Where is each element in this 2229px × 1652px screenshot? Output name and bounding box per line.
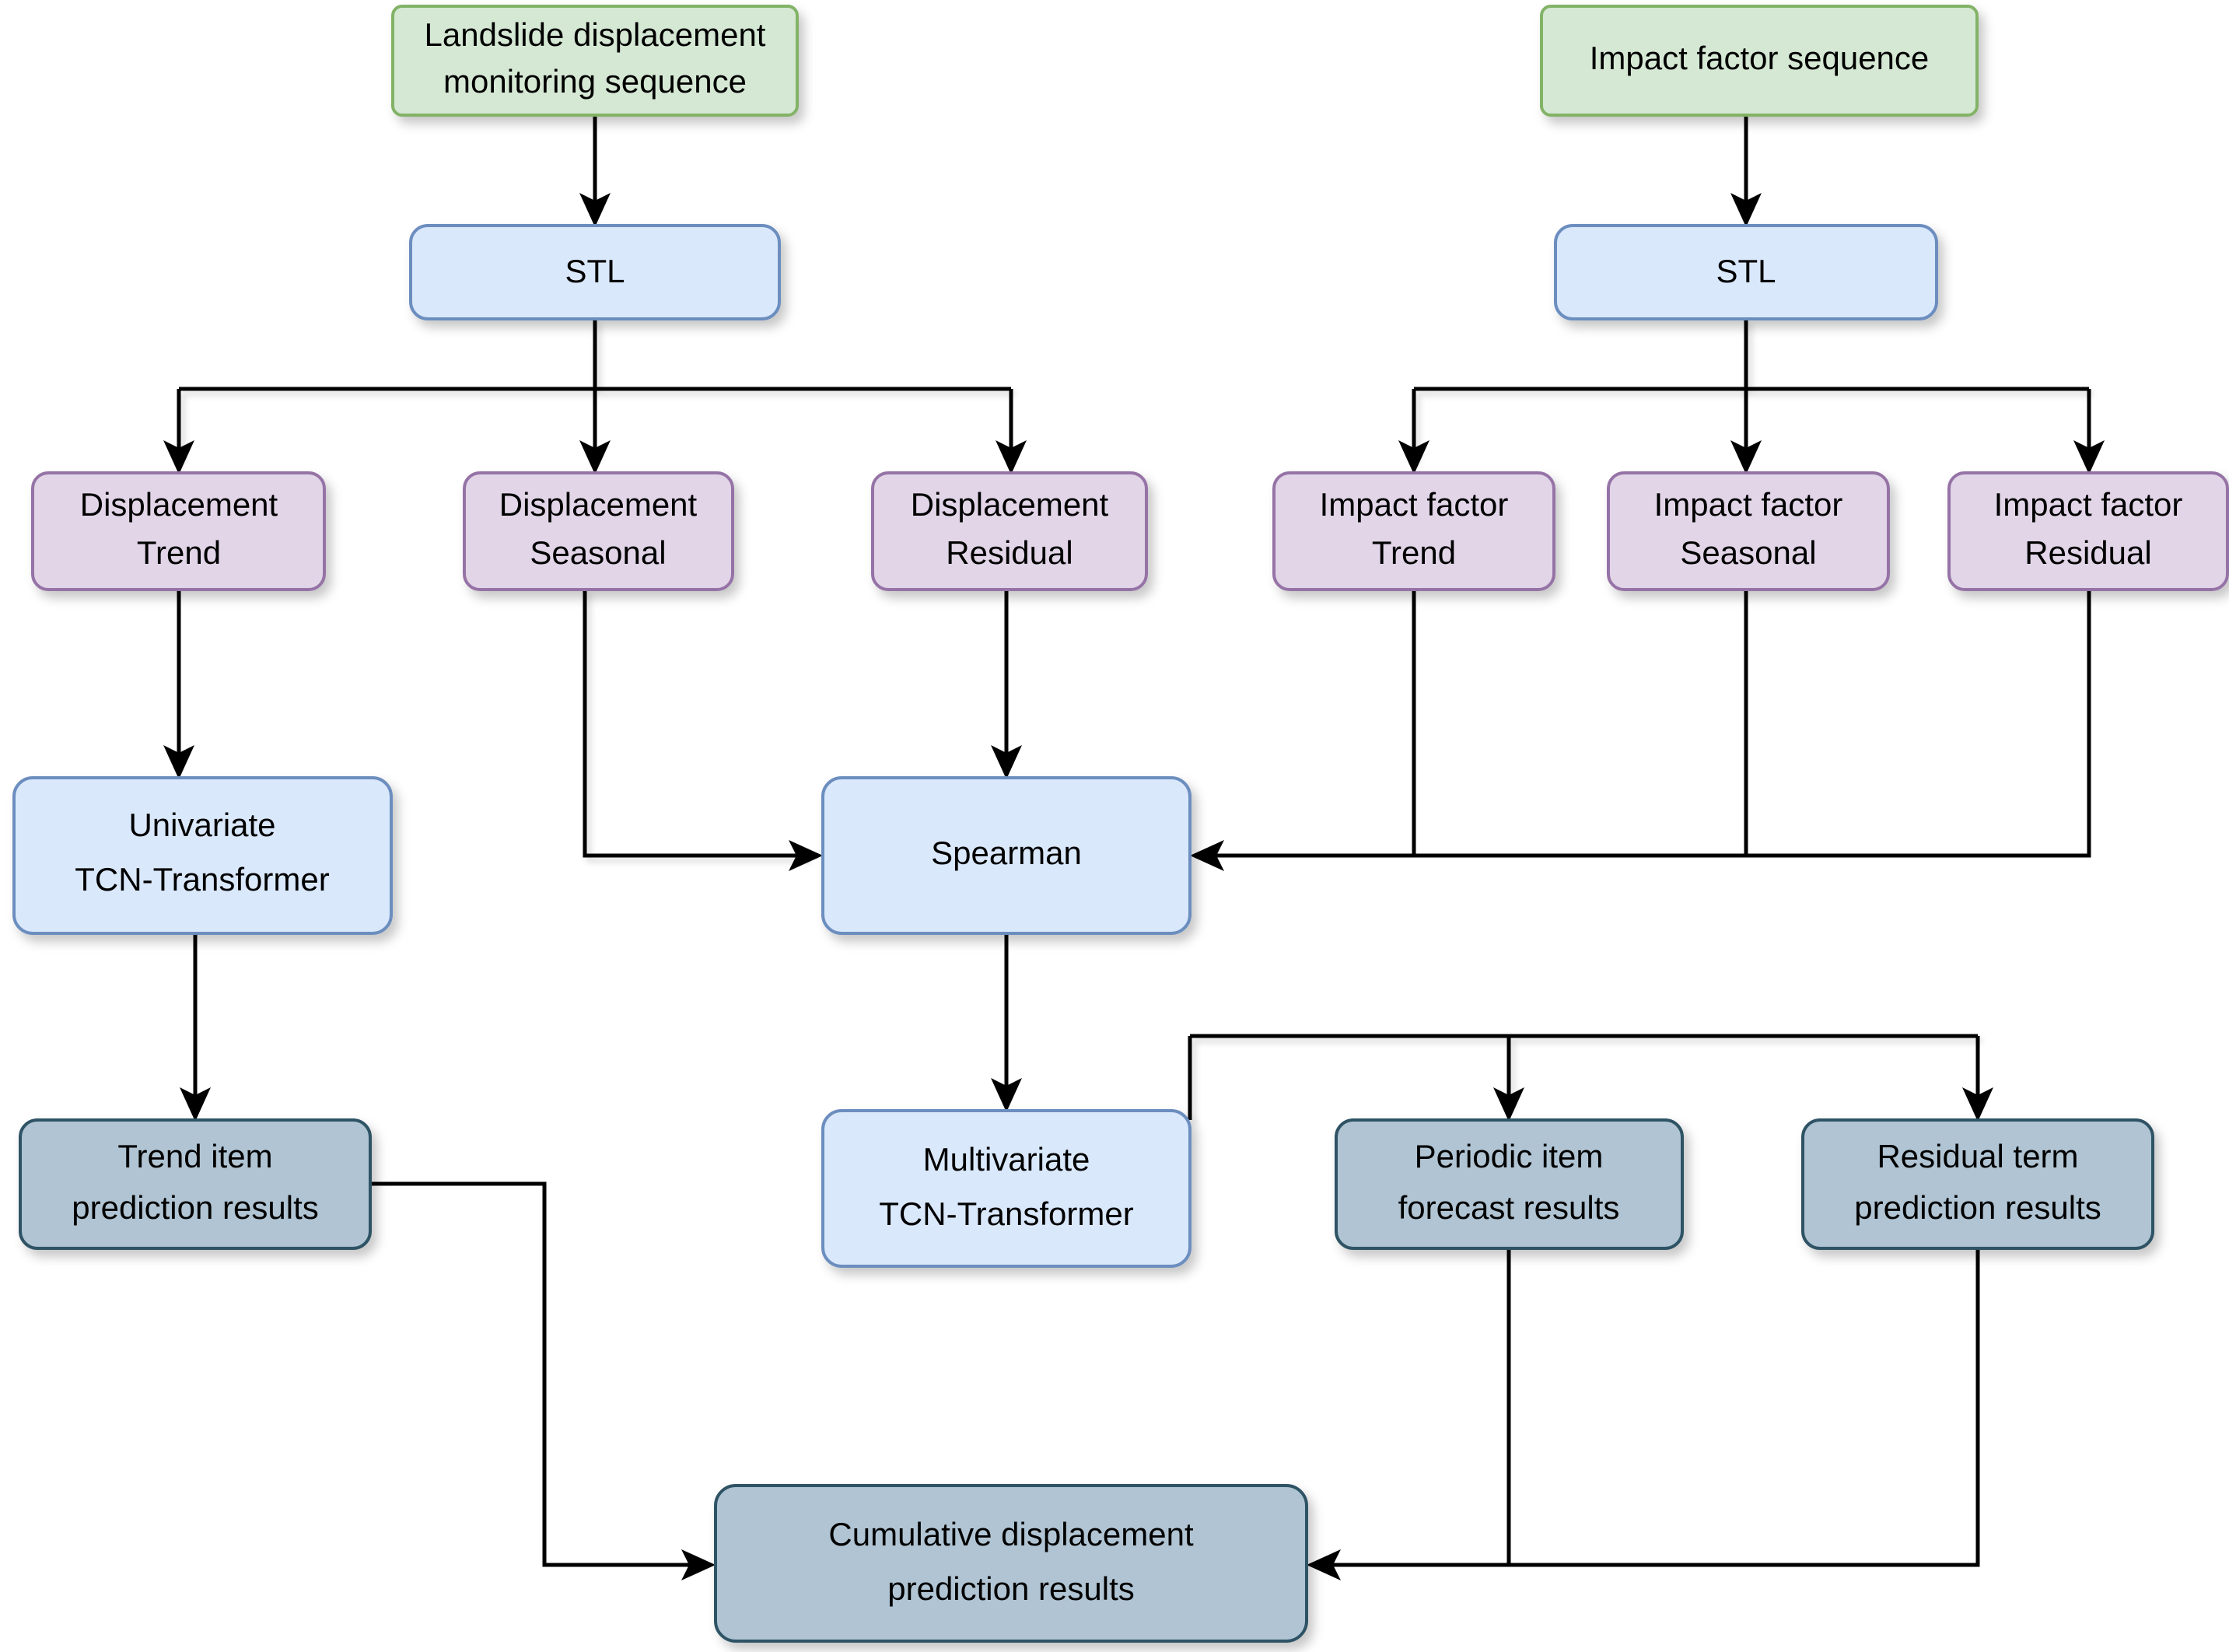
node-box[interactable]: [1607, 471, 1890, 591]
node-univariate-tcn-transformer[interactable]: Univariate TCN-Transformer: [12, 776, 393, 935]
node-box[interactable]: [19, 1118, 372, 1250]
node-label-line-1: Displacement: [499, 486, 698, 523]
node-label-line-1: Displacement: [911, 486, 1109, 523]
node-displacement-seasonal[interactable]: Displacement Seasonal: [463, 471, 734, 591]
edge-trend-item-to-cumulative: [370, 1181, 716, 1580]
node-label-line-1: Multivariate: [923, 1141, 1090, 1178]
node-impact-factor-sequence[interactable]: Impact factor sequence: [1540, 5, 1979, 117]
node-label-line-2: Trend: [137, 534, 221, 571]
node-trend-item-prediction-results[interactable]: Trend item prediction results: [19, 1118, 372, 1250]
node-label-line-2: prediction results: [887, 1570, 1134, 1607]
edge-multivariate-to-periodic: [1188, 1034, 1978, 1122]
edge-stl-to-impact-residual: [2073, 389, 2105, 474]
node-label-line-1: Impact factor: [1320, 486, 1509, 523]
edge-stl-to-impact-seasonal: [1730, 389, 1762, 474]
edge-periodic-to-cumulative: [1322, 1248, 1511, 1567]
node-box[interactable]: [1801, 1118, 2154, 1250]
edge-multivariate-to-residual-term: [1962, 1036, 1993, 1122]
node-impact-factor-residual[interactable]: Impact factor Residual: [1947, 471, 2229, 591]
node-label-line-2: monitoring sequence: [443, 63, 747, 100]
edge-impact-seasonal-to-spearman: [1414, 590, 1748, 858]
node-label-line-2: prediction results: [72, 1189, 318, 1226]
node-spearman[interactable]: Spearman: [821, 776, 1191, 935]
node-stl-displacement[interactable]: STL: [409, 224, 781, 320]
node-label-line-1: Spearman: [931, 835, 1082, 871]
node-box[interactable]: [1947, 471, 2229, 591]
node-impact-factor-seasonal[interactable]: Impact factor Seasonal: [1607, 471, 1890, 591]
edge-spearman-to-multivariate: [991, 933, 1022, 1112]
edge-impact-trend-to-spearman: [1205, 590, 1416, 858]
node-impact-factor-trend[interactable]: Impact factor Trend: [1272, 471, 1555, 591]
node-label-line-1: STL: [1716, 253, 1776, 289]
node-multivariate-tcn-transformer[interactable]: Multivariate TCN-Transformer: [821, 1109, 1191, 1268]
node-label-line-2: TCN-Transformer: [75, 861, 329, 898]
edge-landslide-to-stl: [579, 115, 611, 227]
edge-displacement-seasonal-to-spearman: [583, 590, 823, 871]
node-stl-impact-factor[interactable]: STL: [1554, 224, 1938, 320]
edge-univariate-to-trend-item: [180, 933, 211, 1122]
edge-stl-to-displacement-seasonal: [579, 389, 611, 474]
node-box[interactable]: [871, 471, 1148, 591]
edge-impact-residual-to-spearman: [1746, 590, 2091, 858]
node-label-line-1: Trend item: [117, 1138, 272, 1174]
node-label-line-1: Landslide displacement: [425, 16, 766, 53]
node-box[interactable]: [12, 776, 393, 935]
node-label-line-1: Cumulative displacement: [828, 1516, 1194, 1552]
node-label-line-1: Univariate: [128, 807, 275, 843]
node-box[interactable]: [463, 471, 734, 591]
edge-right-bus-arrowhead: [1307, 1549, 1524, 1580]
node-cumulative-displacement-prediction-results[interactable]: Cumulative displacement prediction resul…: [714, 1484, 1308, 1643]
node-landslide-displacement-monitoring-sequence[interactable]: Landslide displacement monitoring sequen…: [391, 5, 799, 117]
node-box[interactable]: [1554, 224, 1938, 320]
node-label-line-1: Displacement: [80, 486, 278, 523]
node-label-line-2: prediction results: [1854, 1189, 2101, 1226]
node-label-line-1: Periodic item: [1415, 1138, 1604, 1174]
edge-displacement-residual-to-spearman: [991, 590, 1022, 779]
node-label-line-2: TCN-Transformer: [879, 1195, 1133, 1232]
node-label-line-2: Trend: [1372, 534, 1456, 571]
node-periodic-item-forecast-results[interactable]: Periodic item forecast results: [1335, 1118, 1684, 1250]
node-box[interactable]: [409, 224, 781, 320]
edge-stl-to-impact-trend: [1398, 319, 2089, 474]
node-label-line-1: Impact factor sequence: [1590, 40, 1930, 76]
node-label-line-1: Residual term: [1877, 1138, 2078, 1174]
node-displacement-trend[interactable]: Displacement Trend: [31, 471, 326, 591]
edge-stl-to-displacement-residual: [996, 389, 1027, 474]
node-label-line-1: Impact factor: [1654, 486, 1843, 523]
node-box[interactable]: [714, 1484, 1308, 1643]
node-label-line-2: Residual: [946, 534, 1073, 571]
node-box[interactable]: [31, 471, 326, 591]
node-box[interactable]: [1272, 471, 1555, 591]
node-box[interactable]: [1335, 1118, 1684, 1250]
edge-impact-to-stl: [1730, 115, 1762, 227]
edge-residual-term-to-cumulative: [1509, 1248, 1980, 1567]
node-layer: Landslide displacement monitoring sequen…: [12, 5, 2229, 1643]
node-residual-term-prediction-results[interactable]: Residual term prediction results: [1801, 1118, 2154, 1250]
node-label-line-2: Residual: [2024, 534, 2151, 571]
node-label-line-1: STL: [565, 253, 625, 289]
node-label-line-1: Impact factor: [1994, 486, 2183, 523]
edge-impact-bus-arrowhead: [1190, 840, 1423, 871]
node-displacement-residual[interactable]: Displacement Residual: [871, 471, 1148, 591]
node-label-line-2: Seasonal: [530, 534, 666, 571]
node-label-line-2: forecast results: [1398, 1189, 1620, 1226]
node-label-line-2: Seasonal: [1680, 534, 1816, 571]
node-box[interactable]: [391, 5, 799, 117]
edge-displacement-trend-to-univariate: [163, 590, 194, 779]
node-box[interactable]: [821, 1109, 1191, 1268]
edge-layer: [163, 115, 2105, 1580]
node-box[interactable]: [1540, 5, 1979, 117]
node-box[interactable]: [821, 776, 1191, 935]
